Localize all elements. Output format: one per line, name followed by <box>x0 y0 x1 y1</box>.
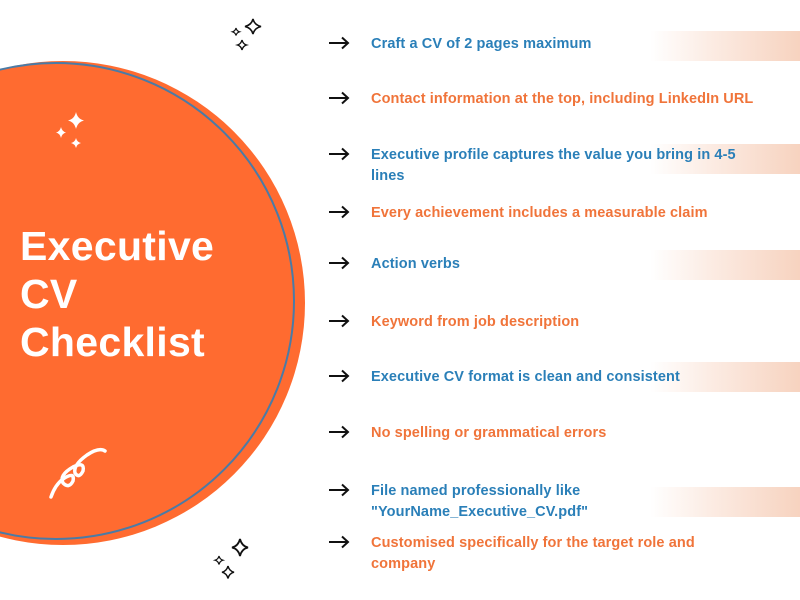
highlight-band <box>650 487 800 517</box>
right-arrow-icon <box>329 314 350 328</box>
checklist-item-text: Executive profile captures the value you… <box>371 147 736 184</box>
checklist-item: Every achievement includes a measurable … <box>328 203 768 224</box>
checklist-item-text: File named professionally like "YourName… <box>371 483 589 520</box>
right-arrow-icon <box>329 91 350 105</box>
checklist-item-text: No spelling or grammatical errors <box>371 425 607 441</box>
checklist-item: Customised specifically for the target r… <box>328 533 748 575</box>
checklist-item: Contact information at the top, includin… <box>328 89 768 110</box>
right-arrow-icon <box>329 425 350 439</box>
right-arrow-icon <box>329 205 350 219</box>
title-line-3: Checklist <box>20 319 205 365</box>
right-arrow-icon <box>329 483 350 497</box>
checklist-item-text: Action verbs <box>371 256 461 272</box>
checklist-item: Executive CV format is clean and consist… <box>328 367 768 388</box>
checklist-item: Keyword from job description <box>328 312 768 333</box>
checklist-item: Executive profile captures the value you… <box>328 145 768 187</box>
checklist-item: File named professionally like "YourName… <box>328 481 628 523</box>
checklist-item-text: Customised specifically for the target r… <box>371 535 695 572</box>
highlight-band <box>650 144 800 174</box>
checklist-item-text: Executive CV format is clean and consist… <box>371 369 680 385</box>
checklist-item: Action verbs <box>328 254 768 275</box>
highlight-band <box>650 362 800 392</box>
checklist-item: No spelling or grammatical errors <box>328 423 768 444</box>
right-arrow-icon <box>329 36 350 50</box>
right-arrow-icon <box>329 369 350 383</box>
checklist-item-text: Contact information at the top, includin… <box>371 91 754 107</box>
page-title: Executive CV Checklist <box>20 222 214 366</box>
sparkles-icon <box>56 112 84 148</box>
checklist-item-text: Every achievement includes a measurable … <box>371 205 708 221</box>
right-arrow-icon <box>329 256 350 270</box>
title-line-1: Executive <box>20 223 215 269</box>
title-line-2: CV <box>20 271 78 317</box>
highlight-band <box>650 31 800 61</box>
sparkles-outline-icon-top <box>230 18 262 51</box>
checklist-item-text: Craft a CV of 2 pages maximum <box>371 36 592 52</box>
highlight-band <box>650 250 800 280</box>
curly-squiggle-icon <box>49 447 107 499</box>
checklist-item: Craft a CV of 2 pages maximum <box>328 34 768 55</box>
sparkles-outline-icon-bottom <box>212 538 249 579</box>
right-arrow-icon <box>329 147 350 161</box>
right-arrow-icon <box>329 535 350 549</box>
checklist-item-text: Keyword from job description <box>371 314 580 330</box>
